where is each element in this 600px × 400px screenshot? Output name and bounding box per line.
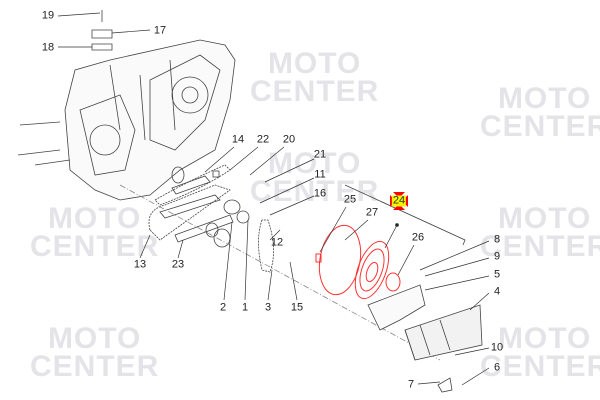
callout-25[interactable]: 25 [343, 193, 357, 206]
crankcase-drawing [17, 39, 236, 201]
callout-8[interactable]: 8 [493, 233, 501, 246]
callout-4[interactable]: 4 [493, 285, 501, 298]
callout-14[interactable]: 14 [231, 133, 245, 146]
callout-2[interactable]: 2 [219, 301, 227, 314]
callout-5[interactable]: 5 [493, 268, 501, 281]
tensioner-drawing [91, 10, 113, 39]
callout-21[interactable]: 21 [313, 148, 327, 161]
callout-12[interactable]: 12 [270, 236, 284, 249]
callout-15[interactable]: 15 [290, 301, 304, 314]
callout-13[interactable]: 13 [133, 258, 147, 271]
callout-10[interactable]: 10 [490, 341, 504, 354]
callout-20[interactable]: 20 [282, 133, 296, 146]
callout-18[interactable]: 18 [41, 41, 55, 54]
callout-17[interactable]: 17 [153, 24, 167, 37]
callout-27[interactable]: 27 [365, 206, 379, 219]
callout-24-selected[interactable]: 24 [391, 194, 407, 207]
callout-26[interactable]: 26 [411, 231, 425, 244]
callout-9[interactable]: 9 [493, 250, 501, 263]
watermark: MOTO CENTER [250, 47, 380, 108]
watermark: MOTO CENTER [30, 322, 160, 383]
callout-23[interactable]: 23 [171, 258, 185, 271]
oil-pan-drawing [367, 284, 426, 331]
watermark: MOTO CENTER [480, 322, 600, 383]
watermark: MOTO CENTER [480, 202, 600, 263]
watermark: MOTO CENTER [480, 82, 600, 143]
callout-16[interactable]: 16 [313, 187, 327, 200]
callout-19[interactable]: 19 [41, 9, 55, 22]
watermark: MOTO CENTER [30, 202, 160, 263]
highlighted-oil-pump [315, 224, 401, 300]
callout-22[interactable]: 22 [256, 133, 270, 146]
callout-6[interactable]: 6 [493, 361, 501, 374]
callout-1[interactable]: 1 [241, 301, 249, 314]
callout-7[interactable]: 7 [407, 378, 415, 391]
callout-3[interactable]: 3 [264, 301, 272, 314]
callout-11[interactable]: 11 [314, 168, 326, 181]
